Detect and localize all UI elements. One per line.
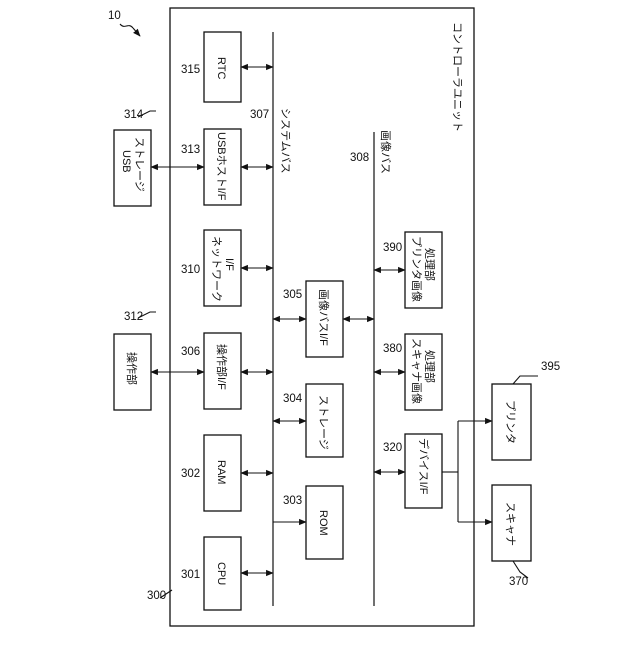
printer-image-processor-line1: プリンタ画像 <box>410 236 423 302</box>
rtc-label: RTC <box>215 57 227 79</box>
image-bus-if-label: 画像バスI/F <box>317 289 330 346</box>
system-bus-ref: 307 <box>250 109 269 121</box>
usb-host-if-label: USBホストI/F <box>215 132 228 201</box>
usb-host-if-ref: 313 <box>181 144 200 156</box>
scanner-ref: 370 <box>509 576 528 588</box>
usb-storage-line2: ストレージ <box>133 137 145 192</box>
printer-label: プリンタ <box>504 400 517 444</box>
rom-label: ROM <box>317 510 329 536</box>
network-if-label-line1: ネットワーク <box>210 236 223 302</box>
image-bus-label: 画像バス <box>379 130 392 174</box>
ram-ref: 302 <box>181 468 200 480</box>
figure-ref-squiggle <box>120 24 133 28</box>
usb-storage-line1: USB <box>120 150 132 173</box>
ope-if-ref: 306 <box>181 346 200 358</box>
image-bus-ref: 308 <box>350 152 369 164</box>
scanner-label: スキャナ <box>504 502 517 546</box>
storage-label: ストレージ <box>317 395 329 450</box>
controller-unit-label: コントローラユニット <box>451 22 463 132</box>
rtc-ref: 315 <box>181 64 200 76</box>
cpu-label: CPU <box>215 562 227 585</box>
cpu-ref: 301 <box>181 569 200 581</box>
storage-ref: 304 <box>283 393 303 405</box>
device-if-label: デバイスI/F <box>417 438 431 495</box>
scanner-image-processor-line2: 処理部 <box>423 350 437 383</box>
rom-ref: 303 <box>283 495 302 507</box>
network-if-ref: 310 <box>181 264 200 276</box>
figure-ref-arrow <box>133 28 140 36</box>
printer-image-processor-line2: 処理部 <box>423 248 437 281</box>
ope-unit-label: 操作部 <box>125 352 139 385</box>
printer-leader <box>513 376 538 384</box>
printer-image-processor-ref: 390 <box>383 242 402 254</box>
ram-label: RAM <box>215 460 227 484</box>
network-if-label-line2: I/F <box>223 258 235 271</box>
printer-ref: 395 <box>541 361 560 373</box>
image-bus-if-ref: 305 <box>283 289 302 301</box>
scanner-image-processor-ref: 380 <box>383 343 402 355</box>
device-if-ref: 320 <box>383 442 402 454</box>
figure-ref: 10 <box>108 10 121 22</box>
ope-if-label: 操作部I/F <box>215 344 229 390</box>
scanner-image-processor-line1: スキャナ画像 <box>410 338 423 404</box>
system-bus-label: システムバス <box>279 108 292 174</box>
